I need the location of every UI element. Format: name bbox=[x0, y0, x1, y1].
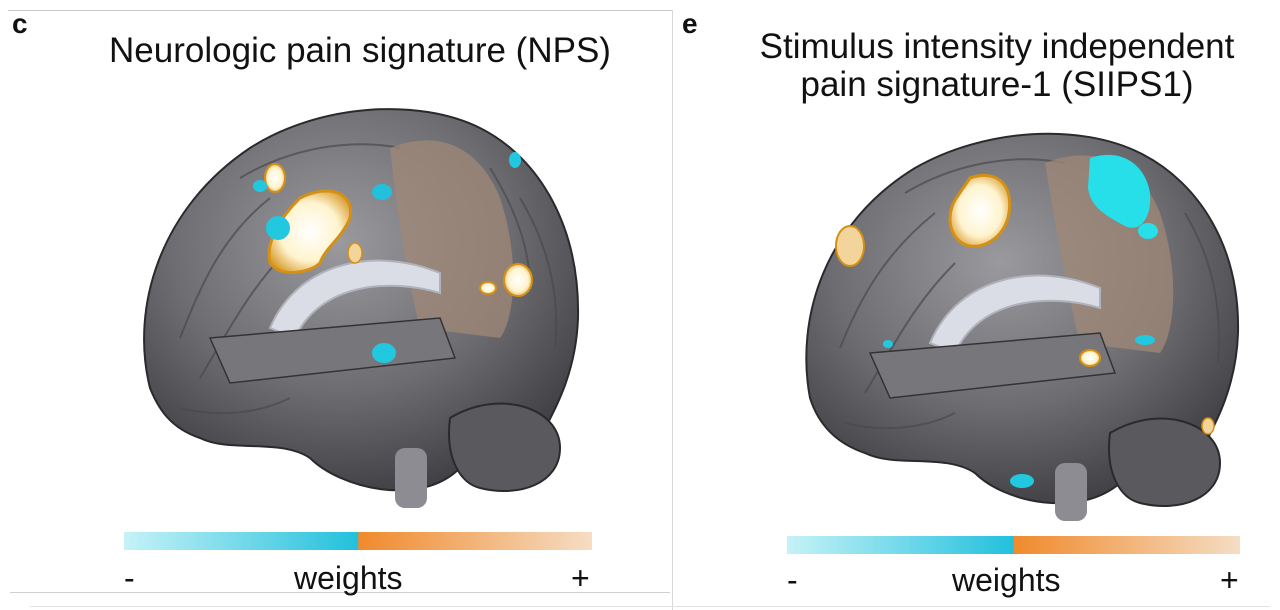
brain-render-siips1 bbox=[805, 132, 1240, 521]
panel-title: Stimulus intensity independent pain sign… bbox=[722, 28, 1272, 104]
colorbar-weights-label: weights bbox=[952, 562, 1061, 598]
colorbar-plus-label: + bbox=[1220, 562, 1239, 598]
colorbar-weights-label: weights bbox=[294, 560, 403, 596]
colorbar-plus-label: + bbox=[571, 560, 590, 596]
panel-letter: c bbox=[12, 8, 28, 39]
bottom-rule-2 bbox=[30, 606, 1270, 607]
bottom-rule bbox=[10, 592, 670, 593]
weights-colorbar bbox=[124, 532, 592, 550]
weights-colorbar bbox=[787, 536, 1240, 554]
top-rule bbox=[8, 10, 672, 11]
brain-render-nps bbox=[143, 108, 580, 508]
panel-siips1: e Stimulus intensity independent pain si… bbox=[672, 0, 1280, 610]
colorbar-minus-label: - bbox=[787, 562, 798, 598]
panel-nps: c Neurologic pain signature (NPS) bbox=[8, 8, 672, 596]
panel-letter: e bbox=[682, 8, 698, 39]
panel-title: Neurologic pain signature (NPS) bbox=[109, 31, 611, 70]
panel-title-line-1: Stimulus intensity independent bbox=[759, 27, 1235, 66]
colorbar-minus-label: - bbox=[124, 560, 135, 596]
panel-separator bbox=[672, 10, 673, 610]
panel-title-line-2: pain signature-1 (SIIPS1) bbox=[800, 65, 1194, 104]
